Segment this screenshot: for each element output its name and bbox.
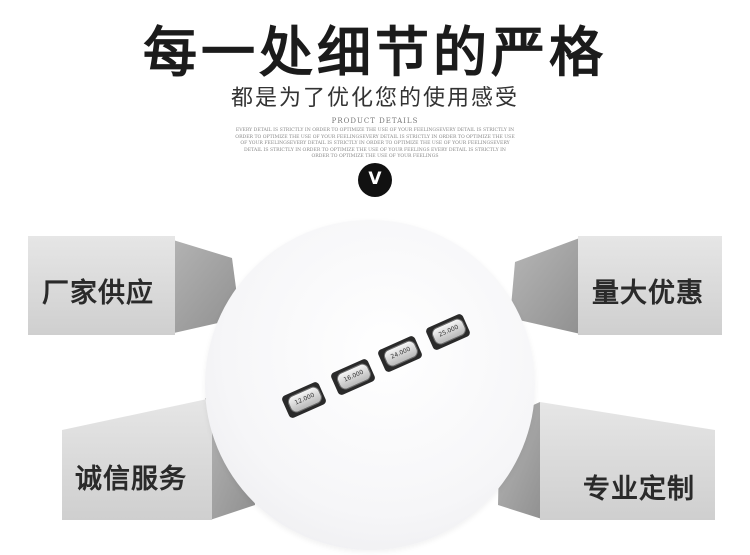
feature-honest-service: 诚信服务 bbox=[75, 464, 187, 495]
product-circle bbox=[205, 220, 535, 550]
ribbon-top-left-face bbox=[28, 236, 175, 335]
crystal-chip: 24.000 bbox=[376, 334, 424, 374]
feature-custom-made: 专业定制 bbox=[583, 474, 695, 505]
crystal-chip: 25.000 bbox=[424, 312, 472, 352]
feature-factory-supply: 厂家供应 bbox=[42, 278, 154, 309]
ribbon-top-left-tail bbox=[160, 236, 240, 335]
ribbon-bottom-left-face bbox=[62, 398, 212, 520]
ribbon-top-right-tail bbox=[510, 236, 585, 335]
details-text: EVERY DETAIL IS STRICTLY IN ORDER TO OPT… bbox=[235, 128, 515, 160]
ribbon-top-right-face bbox=[578, 236, 722, 335]
page-subtitle: 都是为了优化您的使用感受 bbox=[230, 86, 519, 111]
details-heading: PRODUCT DETAILS bbox=[331, 117, 419, 125]
ribbon-bottom-right-face bbox=[540, 402, 715, 520]
crystal-chip: 16.000 bbox=[329, 357, 377, 397]
page-title: 每一处细节的严格 bbox=[143, 21, 607, 84]
crystal-chip: 12.000 bbox=[280, 380, 328, 420]
feature-volume-discount: 量大优惠 bbox=[592, 278, 704, 309]
v-badge-icon: V bbox=[358, 163, 392, 197]
